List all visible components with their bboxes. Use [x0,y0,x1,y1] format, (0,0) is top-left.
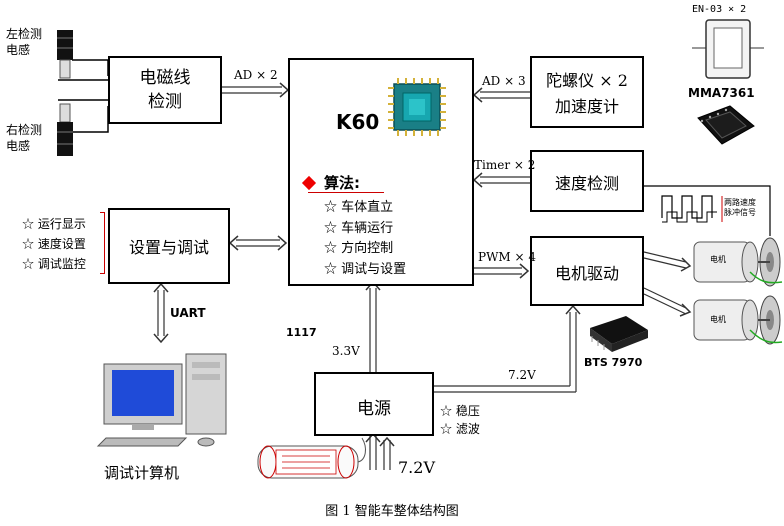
power-label: 电源 [357,399,391,419]
accel-part-label: MMA7361 [688,86,755,100]
power-feature: ☆ 稳压 [440,404,480,418]
uart-arrow [153,282,169,344]
motor-driver-box: 电机驱动 [530,236,644,306]
em-detection-label: 电磁线 检测 [139,68,191,112]
setup-item: ☆ 调试监控 [22,257,86,271]
motor-driver-label: 电机驱动 [554,264,619,283]
power-features: ☆ 稳压 ☆ 滤波 [440,402,480,438]
right-inductor-sensor [55,102,75,158]
mcu-to-motor-arrow [474,263,530,279]
em-link-label: AD × 2 [234,68,278,82]
algo-diamond-icon [301,175,317,191]
em-to-mcu-arrow [222,82,290,98]
gyro-sensor-icon [690,18,766,80]
algo-item: ☆ 车辆运行 [324,220,394,236]
setup-bracket [100,212,105,274]
speed-detection-label: 速度检测 [554,174,619,193]
figure-caption: 图 1 智能车整体结构图 [325,504,459,519]
speed-link-label: Timer × 2 [474,158,536,172]
speed-to-mcu-arrow [472,172,530,188]
pulse-feedback-line [644,185,771,236]
algo-title: 算法: [324,174,360,192]
algo-underline [308,192,384,193]
left-sensor-label: 左检测 电感 [6,27,43,57]
power-to-mcu-arrow [365,280,381,372]
power-to-motor-arrow [434,304,581,393]
motor-text: 电机 [710,255,726,264]
power-to-mcu-label: 3.3V [332,344,360,358]
gyro-link-label: AD × 3 [482,74,526,88]
em-detection-box: 电磁线 检测 [108,56,222,124]
debug-computer-icon [96,350,246,454]
regulator-label: 1117 [286,326,317,339]
setup-item: ☆ 速度设置 [22,237,86,251]
accel-chip-icon [688,104,758,148]
setup-item: ☆ 运行显示 [22,217,86,231]
pc-label: 调试计算机 [104,464,180,482]
left-inductor-sensor [55,28,75,80]
power-feature: ☆ 滤波 [440,422,480,436]
motor-outputs [643,251,692,317]
speed-detection-box: 速度检测 [530,150,644,212]
mcu-chip-icon [388,78,446,136]
setup-items: ☆ 运行显示 ☆ 速度设置 ☆ 调试监控 [22,214,86,274]
power-box: 电源 [314,372,434,436]
algo-item: ☆ 车体直立 [324,200,394,215]
setup-box: 设置与调试 [108,208,230,284]
mcu-box: K60 算法: ☆ 车体直立 ☆ 车辆运行 ☆ 方向控制 ☆ 调试与设置 [288,58,474,286]
motor-link-label: PWM × 4 [478,250,537,264]
motor-driver-chip-label: BTS 7970 [584,356,643,369]
algo-item: ☆ 调试与设置 [324,261,407,277]
motor-icon-bottom: 电机 [688,288,784,352]
motor-text: 电机 [710,315,726,324]
power-to-motor-label: 7.2V [508,368,536,382]
motor-driver-chip-icon [586,312,650,354]
mcu-chip-name: K60 [336,110,380,134]
gyro-to-mcu-arrow [472,87,530,103]
setup-label: 设置与调试 [128,238,209,257]
gyro-label: 陀螺仪 × 2 加速度计 [546,71,628,116]
battery-to-power-arrow [365,432,395,470]
battery-voltage-label: 7.2V [398,458,435,477]
algo-item: ☆ 方向控制 [324,241,394,256]
gyro-box: 陀螺仪 × 2 加速度计 [530,56,644,128]
motor-icon-top: 电机 [688,232,784,292]
pulse-note: 两路速度 脉冲信号 [724,198,756,217]
uart-label: UART [170,306,206,320]
battery-pack-icon [250,434,370,492]
gyro-part-top: EN-03 × 2 [692,4,747,15]
right-sensor-label: 右检测 电感 [6,123,43,153]
algo-list: ☆ 车体直立 ☆ 车辆运行 ☆ 方向控制 ☆ 调试与设置 [324,198,406,280]
mcu-setup-arrow [228,235,288,251]
